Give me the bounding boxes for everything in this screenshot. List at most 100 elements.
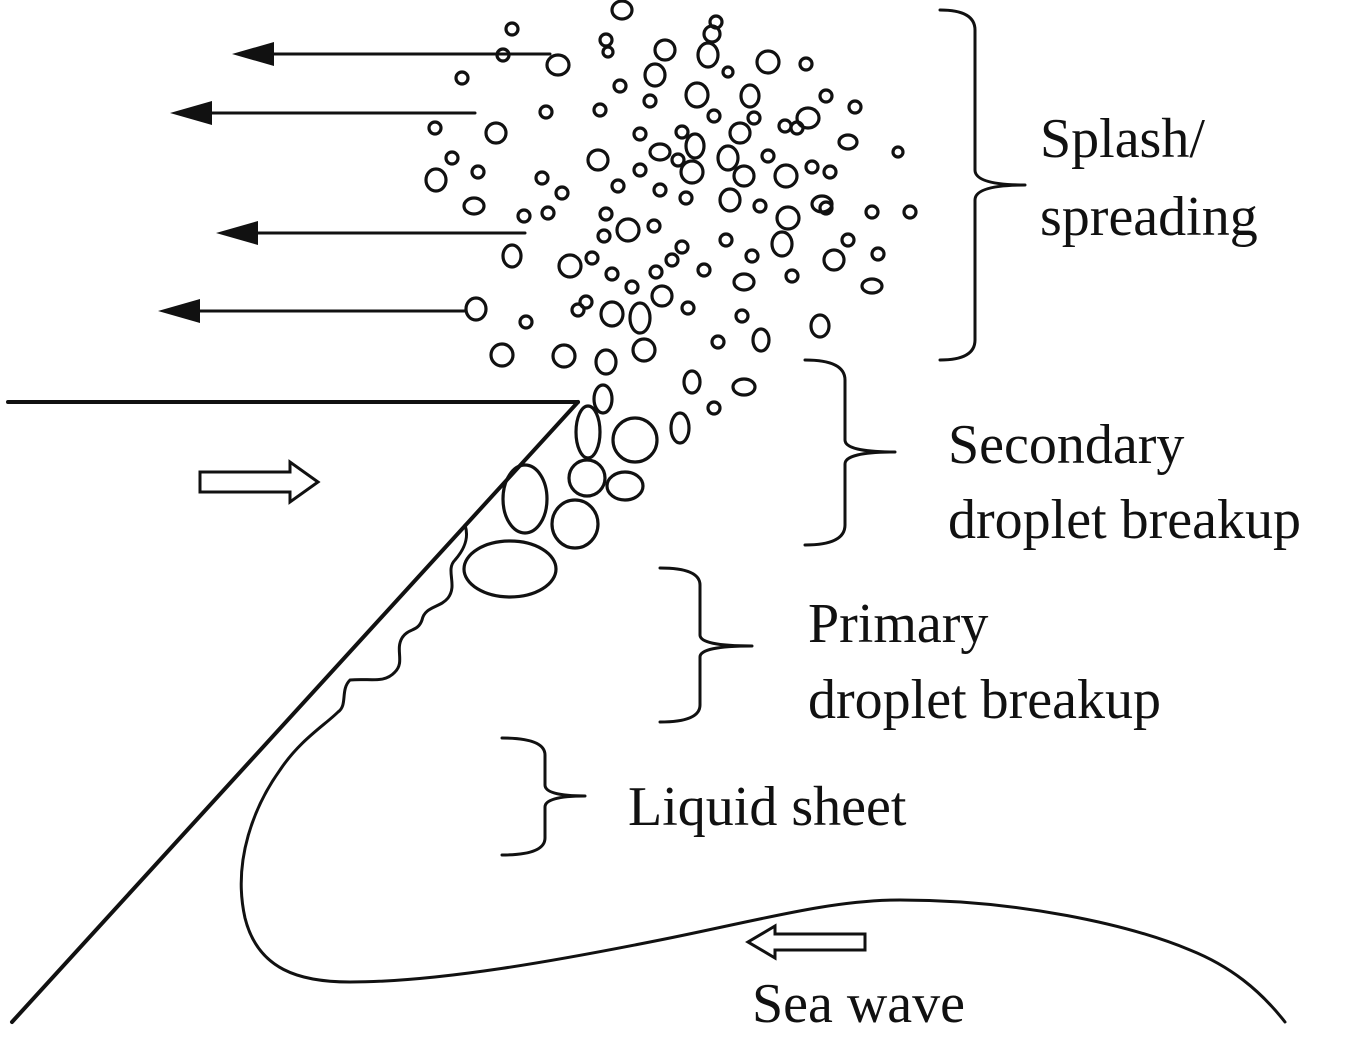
droplet	[605, 470, 645, 502]
droplet	[706, 400, 722, 416]
droplet	[646, 218, 662, 234]
droplet	[551, 343, 577, 369]
droplet	[594, 348, 618, 376]
left-arrow-icon	[158, 299, 200, 323]
droplet	[752, 198, 768, 214]
splash-bracket	[938, 8, 1027, 362]
droplet	[795, 106, 821, 130]
droplet	[599, 300, 625, 328]
left-arrow-icon	[216, 221, 258, 245]
liquid-sheet-bracket	[500, 736, 587, 857]
droplet	[632, 162, 648, 178]
secondary-label-line1: Secondary	[948, 414, 1184, 476]
droplet	[653, 38, 677, 62]
droplet	[624, 279, 640, 295]
droplet	[648, 142, 672, 162]
droplet	[670, 152, 686, 168]
droplet	[902, 204, 918, 220]
droplet	[706, 108, 722, 124]
droplet	[731, 377, 757, 397]
droplet	[678, 190, 694, 206]
droplet	[470, 164, 486, 180]
droplet	[773, 163, 799, 189]
droplet	[598, 206, 614, 222]
droplet	[775, 205, 801, 231]
droplet	[604, 266, 620, 282]
droplet	[789, 120, 805, 136]
droplet	[708, 14, 724, 30]
droplet	[642, 93, 658, 109]
liquid-sheet-label: Liquid sheet	[628, 776, 907, 838]
droplet	[674, 124, 690, 140]
splash-label-line2: spreading	[1040, 186, 1258, 248]
droplet	[444, 150, 460, 166]
droplet	[518, 314, 534, 330]
droplet	[679, 159, 705, 185]
droplet	[696, 262, 712, 278]
droplet	[728, 121, 752, 145]
labels: Splash/ spreading Secondary droplet brea…	[628, 108, 1301, 1035]
droplet	[538, 104, 554, 120]
droplet	[891, 145, 905, 159]
droplet	[751, 327, 771, 353]
splash-label-line1: Splash/	[1040, 108, 1205, 170]
droplet	[534, 170, 550, 186]
droplet	[424, 167, 448, 193]
droplet-cloud	[424, 0, 918, 599]
droplet	[718, 187, 742, 213]
droplet	[545, 53, 571, 77]
droplet	[837, 133, 859, 151]
droplet	[798, 56, 814, 72]
primary-label-line2: droplet breakup	[808, 669, 1161, 731]
droplet	[650, 284, 674, 308]
brackets	[500, 8, 1027, 857]
primary-label-line1: Primary	[808, 593, 988, 655]
droplet	[755, 49, 781, 75]
droplet	[516, 208, 532, 224]
droplet	[612, 78, 628, 94]
droplet	[822, 248, 846, 272]
droplet	[615, 217, 641, 243]
droplet	[484, 121, 508, 145]
liquid-sheet-front	[239, 523, 1287, 1024]
droplet	[822, 164, 838, 180]
droplet	[643, 62, 667, 88]
flow-right-icon	[198, 459, 321, 505]
wall-structure	[6, 400, 580, 1024]
droplet	[501, 243, 523, 269]
droplet	[784, 268, 800, 284]
droplet	[652, 182, 668, 198]
droplet	[557, 253, 583, 279]
droplet	[732, 272, 756, 292]
droplet	[777, 118, 793, 134]
liquid-sheet	[239, 523, 1287, 1024]
droplet	[610, 178, 626, 194]
droplet	[567, 458, 607, 498]
droplet	[592, 383, 614, 415]
droplet	[680, 300, 696, 316]
droplet	[739, 83, 761, 109]
droplet	[696, 41, 720, 69]
droplet	[669, 411, 691, 445]
droplet	[489, 342, 515, 368]
secondary-bracket	[803, 358, 897, 547]
droplet	[682, 369, 702, 395]
droplet	[586, 148, 610, 172]
droplet	[610, 0, 634, 21]
droplet	[628, 301, 652, 335]
droplet	[864, 204, 880, 220]
droplet	[870, 246, 886, 262]
droplet	[674, 239, 690, 255]
droplet	[721, 65, 735, 79]
droplet	[809, 313, 831, 339]
droplet	[550, 498, 600, 550]
droplet	[804, 159, 820, 175]
droplet	[684, 132, 706, 160]
droplet	[716, 144, 740, 172]
droplet	[574, 404, 602, 460]
sea-wave-left-icon	[745, 923, 867, 961]
droplet	[664, 252, 680, 268]
spreading-arrows	[158, 42, 552, 323]
droplet	[501, 463, 549, 535]
